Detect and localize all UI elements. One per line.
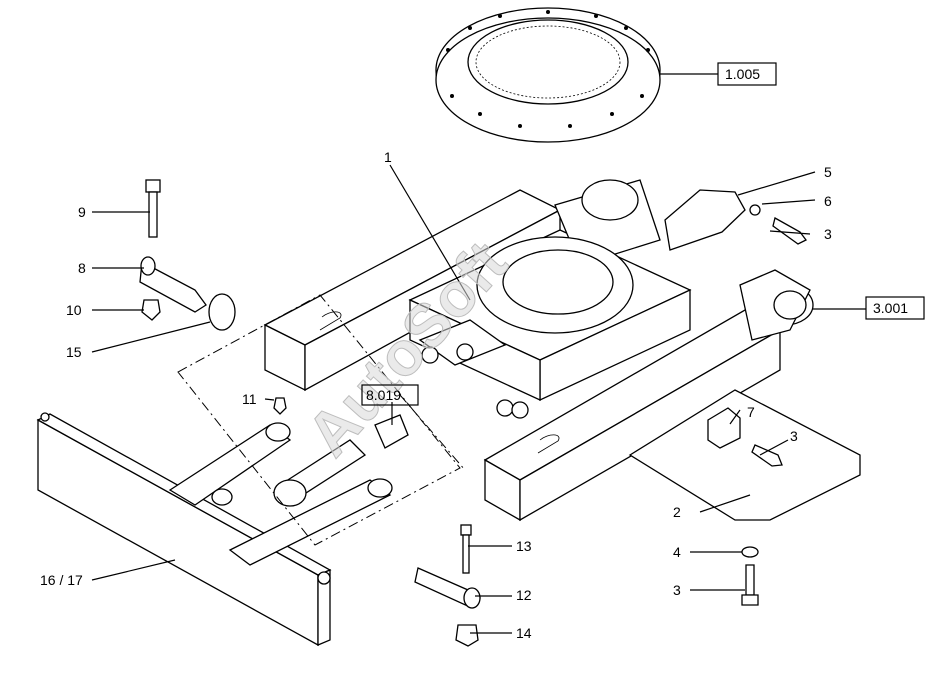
- callout-8: 8: [78, 260, 86, 276]
- slewing-ring-drawing: [435, 7, 661, 143]
- callout-3-right: 3: [790, 428, 798, 444]
- dozer-blade-drawing: [36, 412, 409, 647]
- ref-track-frame[interactable]: 3.001: [873, 300, 908, 316]
- leader-lines: [91, 73, 866, 634]
- callout-2: 2: [673, 504, 681, 520]
- undercarriage-frame-drawing: [263, 179, 814, 522]
- ref-blade-cylinder[interactable]: 8.019: [366, 387, 401, 403]
- callout-9: 9: [78, 204, 86, 220]
- callout-11: 11: [242, 391, 257, 407]
- callout-15: 15: [66, 344, 82, 360]
- callout-12: 12: [516, 587, 532, 603]
- bottom-plate-drawing: [628, 389, 861, 521]
- callout-4: 4: [673, 544, 681, 560]
- pin-parts-left: [139, 179, 236, 331]
- cover-plate-drawing: [664, 189, 746, 251]
- callout-16-17: 16 / 17: [40, 572, 83, 588]
- callout-10: 10: [66, 302, 82, 318]
- callout-14: 14: [516, 625, 532, 641]
- callout-6: 6: [824, 193, 832, 209]
- callout-1: 1: [384, 149, 392, 165]
- ref-slewing-ring[interactable]: 1.005: [725, 66, 760, 82]
- callout-3-lower: 3: [673, 582, 681, 598]
- callout-13: 13: [516, 538, 532, 554]
- callout-7: 7: [747, 404, 755, 420]
- callout-5: 5: [824, 164, 832, 180]
- callout-3-upper: 3: [824, 226, 832, 242]
